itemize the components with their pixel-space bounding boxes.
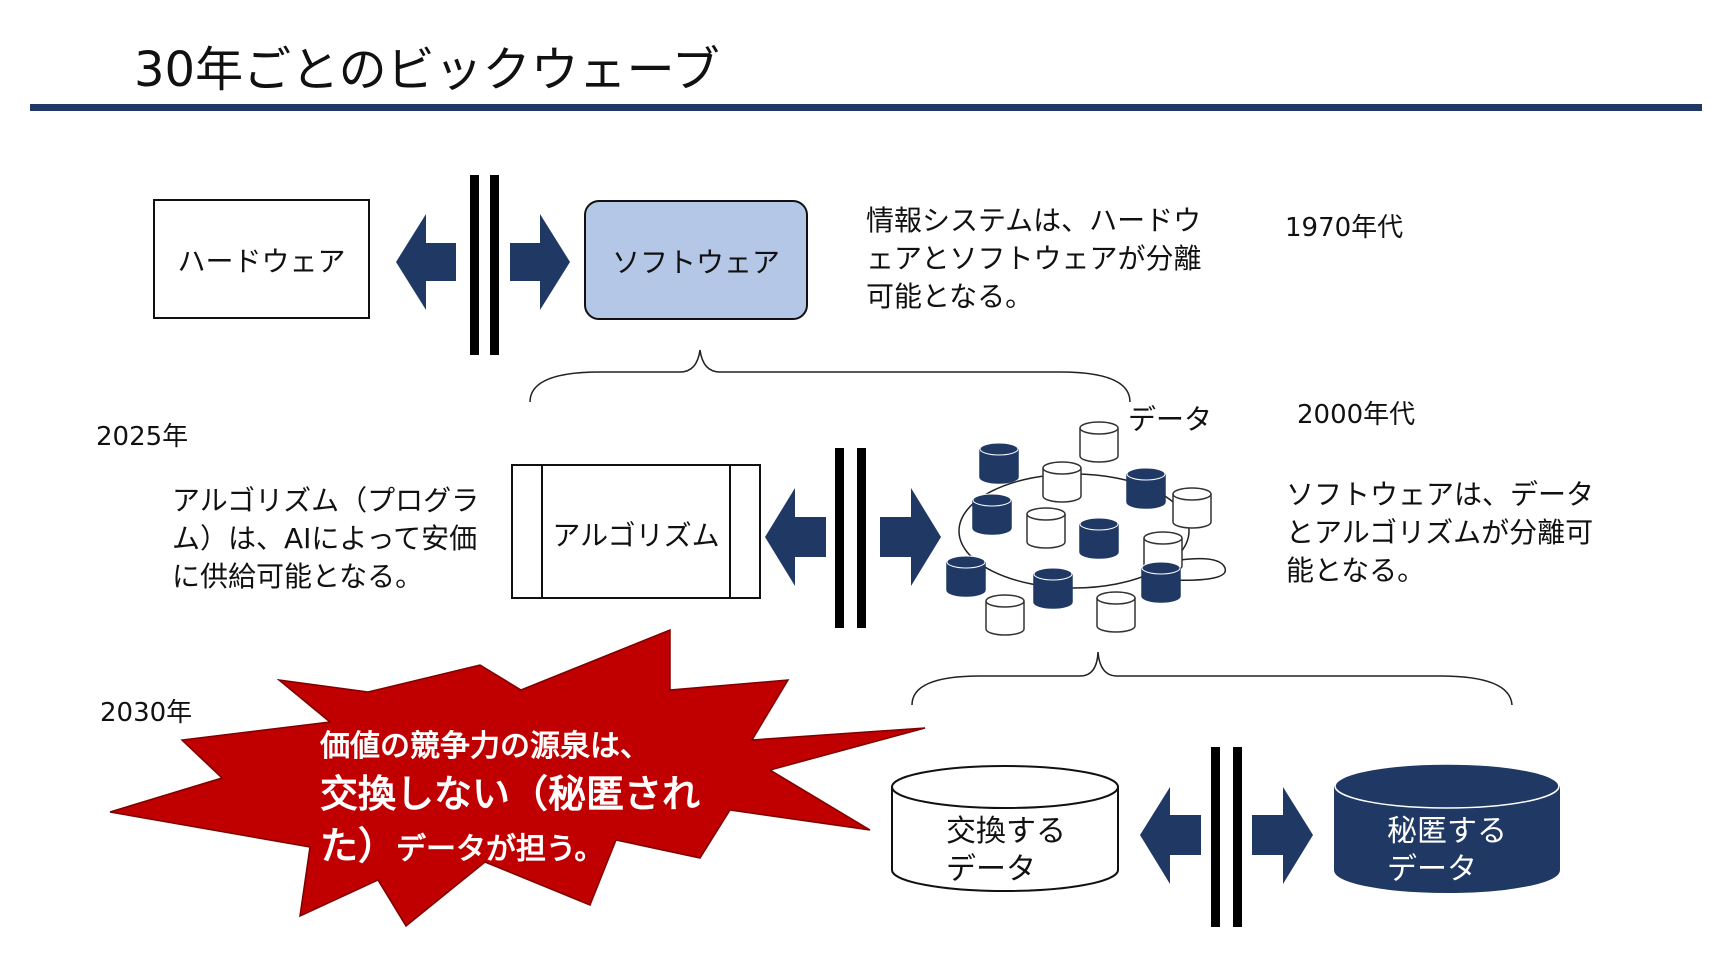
exchange-label-2: データ xyxy=(946,852,1036,887)
database-cylinder-icon xyxy=(1172,487,1212,529)
row1-description: 情報システムは、ハードウェアとソフトウェアが分離可能となる。 xyxy=(866,204,1202,313)
double-arrow-left-icon xyxy=(765,488,826,586)
database-cylinder-icon xyxy=(972,493,1012,535)
row2-right-description: ソフトウェアは、データとアルゴリズムが分離可能となる。 xyxy=(1286,478,1595,587)
database-cylinder-icon xyxy=(1126,467,1166,509)
algorithm-label: アルゴリズム xyxy=(552,519,720,552)
page-title: 30年ごとのビックウェーブ xyxy=(134,42,720,98)
database-cylinder-icon xyxy=(1079,517,1119,559)
database-cylinder-icon xyxy=(946,555,986,597)
callout-line-2: 交換しない（秘匿され xyxy=(320,772,701,816)
exchange-label-1: 交換する xyxy=(946,814,1066,849)
era-2025: 2025年 xyxy=(96,422,189,452)
era-2000: 2000年代 xyxy=(1297,400,1416,430)
separator-bars-icon xyxy=(1211,747,1242,927)
data-cluster xyxy=(946,421,1227,636)
database-cylinder-icon xyxy=(1042,461,1082,503)
software-box xyxy=(584,200,808,320)
secret-label-2: データ xyxy=(1387,852,1477,887)
era-2030: 2030年 xyxy=(100,698,193,728)
title-rule xyxy=(30,104,1702,111)
database-cylinder-icon xyxy=(1026,507,1066,549)
software-label: ソフトウェア xyxy=(611,246,780,279)
separator-bars-icon xyxy=(470,175,499,355)
data-label: データ xyxy=(1128,403,1213,436)
double-arrow-left-icon xyxy=(396,214,456,310)
callout-line-3-small: データが担う。 xyxy=(396,832,605,867)
separator-bars-icon xyxy=(835,448,866,628)
era-1970: 1970年代 xyxy=(1285,213,1404,243)
database-cylinder-icon xyxy=(1079,421,1119,463)
database-cylinder-icon xyxy=(1141,561,1181,603)
hardware-label: ハードウェア xyxy=(177,245,346,278)
secret-data-cylinder xyxy=(1334,763,1560,893)
double-arrow-right-icon xyxy=(1252,787,1313,884)
database-cylinder-icon xyxy=(1096,591,1136,633)
brace-icon xyxy=(529,349,1131,403)
explosion-callout-icon xyxy=(109,628,926,928)
secret-label-1: 秘匿する xyxy=(1387,814,1507,849)
callout-line-1: 価値の競争力の源泉は、 xyxy=(320,729,650,764)
database-cylinder-icon xyxy=(985,594,1025,636)
brace-icon xyxy=(911,651,1513,706)
database-cylinder-icon xyxy=(979,442,1019,484)
callout-line-3-big: た） xyxy=(320,824,397,868)
database-cylinder-icon xyxy=(1033,567,1073,609)
row2-left-description: アルゴリズム（プログラム）は、AIによって安価に供給可能となる。 xyxy=(172,484,480,593)
exchange-data-cylinder xyxy=(891,765,1119,892)
hardware-box xyxy=(153,199,370,319)
double-arrow-right-icon xyxy=(510,214,570,310)
algorithm-box xyxy=(511,464,761,599)
double-arrow-left-icon xyxy=(1140,787,1201,884)
double-arrow-right-icon xyxy=(880,488,941,586)
callout-line-3: た）データが担う。 xyxy=(320,824,605,869)
